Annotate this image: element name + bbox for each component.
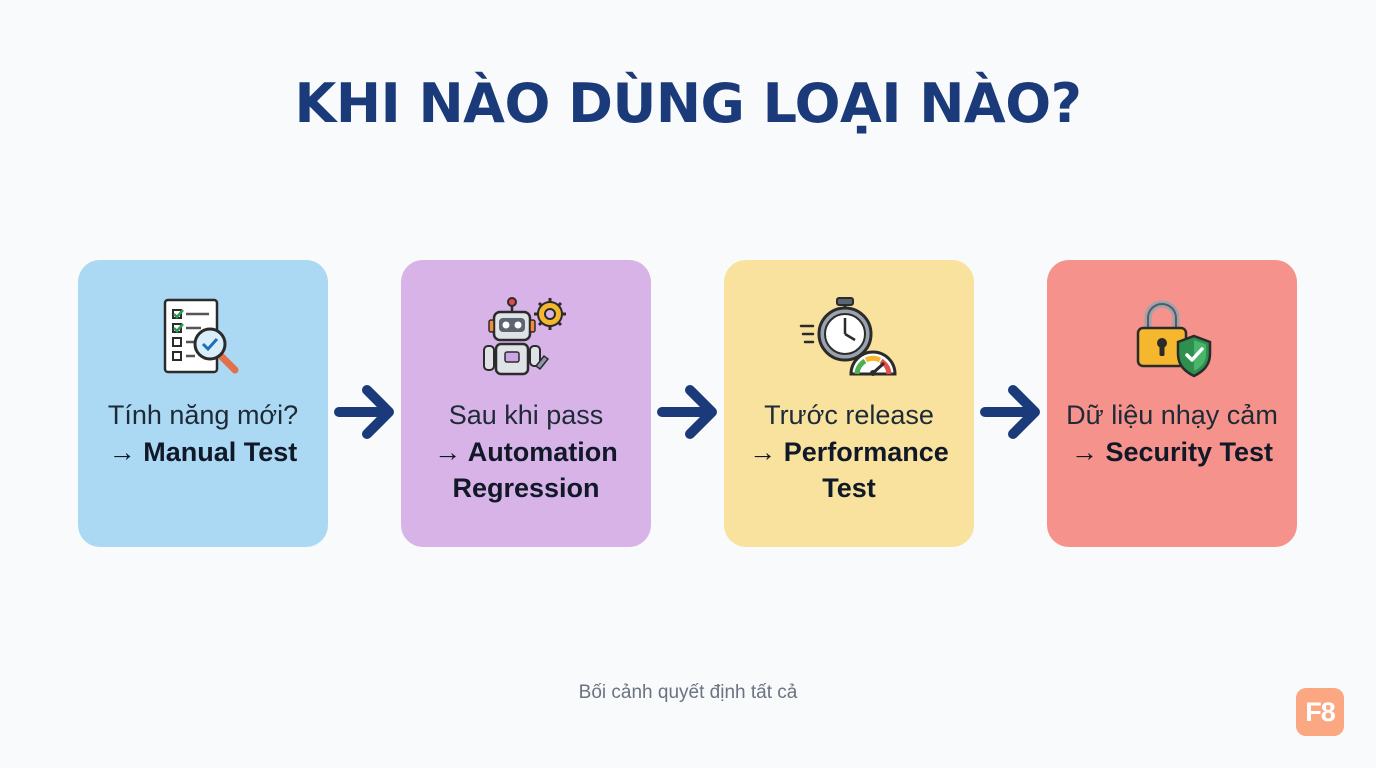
robot-gear-icon xyxy=(476,296,576,382)
card-manual-test: Tính năng mới? → Manual Test xyxy=(78,260,328,547)
card-question: Tính năng mới? xyxy=(107,400,299,430)
card-answer: → Performance Test xyxy=(749,437,949,503)
card-answer: → Automation Regression xyxy=(434,437,618,503)
f8-logo: F8 xyxy=(1296,688,1344,736)
stopwatch-gauge-icon xyxy=(799,296,899,382)
card-question: Dữ liệu nhạy cảm xyxy=(1066,400,1278,430)
card-question: Sau khi pass xyxy=(448,400,604,430)
card-performance-test: Trước release → Performance Test xyxy=(724,260,974,547)
checklist-magnifier-icon xyxy=(153,296,253,382)
page-title: KHI NÀO DÙNG LOẠI NÀO? xyxy=(294,72,1082,135)
arrow-right-icon xyxy=(334,385,394,439)
padlock-shield-icon xyxy=(1122,296,1222,382)
footer-caption: Bối cảnh quyết định tất cả xyxy=(578,682,798,703)
arrow-right-icon xyxy=(657,385,717,439)
arrow-right-icon xyxy=(980,385,1040,439)
card-answer: → Manual Test xyxy=(108,437,298,467)
card-automation-regression: Sau khi pass → Automation Regression xyxy=(401,260,651,547)
card-question: Trước release xyxy=(764,400,934,430)
card-security-test: Dữ liệu nhạy cảm → Security Test xyxy=(1047,260,1297,547)
card-answer: → Security Test xyxy=(1070,437,1274,467)
